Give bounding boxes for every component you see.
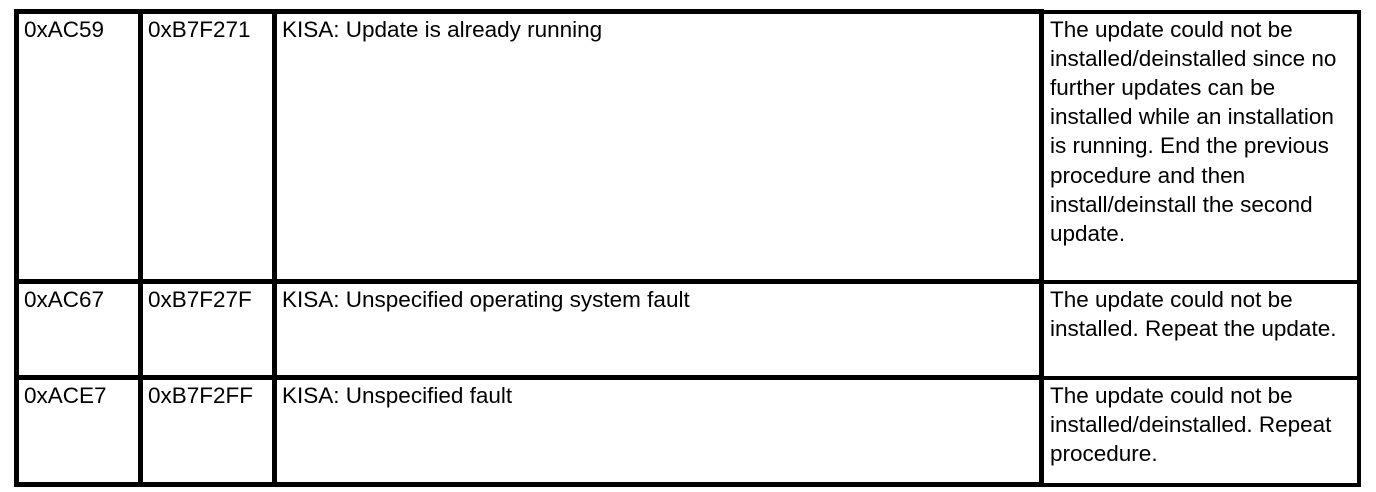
table-row: 0xAC59 0xB7F271 KISA: Update is already …: [14, 9, 1361, 284]
error-code-table-container: 0xAC59 0xB7F271 KISA: Update is already …: [14, 9, 1361, 487]
remedy-text: The update could not be installed/deinst…: [1050, 16, 1337, 246]
remedy-text: The update could not be installed/deinst…: [1050, 382, 1332, 466]
cell-code-secondary: 0xB7F27F: [140, 279, 277, 378]
cell-code-primary: 0xAC59: [14, 9, 143, 282]
table-row: 0xACE7 0xB7F2FF KISA: Unspecified fault …: [14, 375, 1361, 487]
cell-remedy: The update could not be installed. Repea…: [1039, 279, 1361, 380]
code-primary-text: 0xACE7: [24, 383, 107, 408]
cell-message: KISA: Unspecified operating system fault: [274, 279, 1044, 378]
remedy-text: The update could not be installed. Repea…: [1050, 286, 1337, 341]
code-secondary-text: 0xB7F2FF: [148, 383, 254, 408]
cell-remedy: The update could not be installed/deinst…: [1039, 375, 1361, 487]
error-code-table: 0xAC59 0xB7F271 KISA: Update is already …: [14, 9, 1361, 487]
cell-code-primary: 0xACE7: [14, 375, 143, 487]
code-primary-text: 0xAC67: [24, 287, 105, 312]
cell-remedy: The update could not be installed/deinst…: [1039, 9, 1361, 284]
code-secondary-text: 0xB7F27F: [148, 287, 252, 312]
code-primary-text: 0xAC59: [24, 17, 105, 42]
cell-message: KISA: Update is already running: [274, 9, 1044, 282]
table-body: 0xAC59 0xB7F271 KISA: Update is already …: [14, 9, 1361, 487]
cell-code-secondary: 0xB7F2FF: [140, 375, 277, 487]
table-row: 0xAC67 0xB7F27F KISA: Unspecified operat…: [14, 279, 1361, 380]
message-text: KISA: Unspecified operating system fault: [282, 287, 690, 312]
message-text: KISA: Update is already running: [282, 17, 603, 42]
message-text: KISA: Unspecified fault: [282, 383, 513, 408]
code-secondary-text: 0xB7F271: [148, 17, 251, 42]
cell-code-primary: 0xAC67: [14, 279, 143, 378]
cell-code-secondary: 0xB7F271: [140, 9, 277, 282]
cell-message: KISA: Unspecified fault: [274, 375, 1044, 487]
